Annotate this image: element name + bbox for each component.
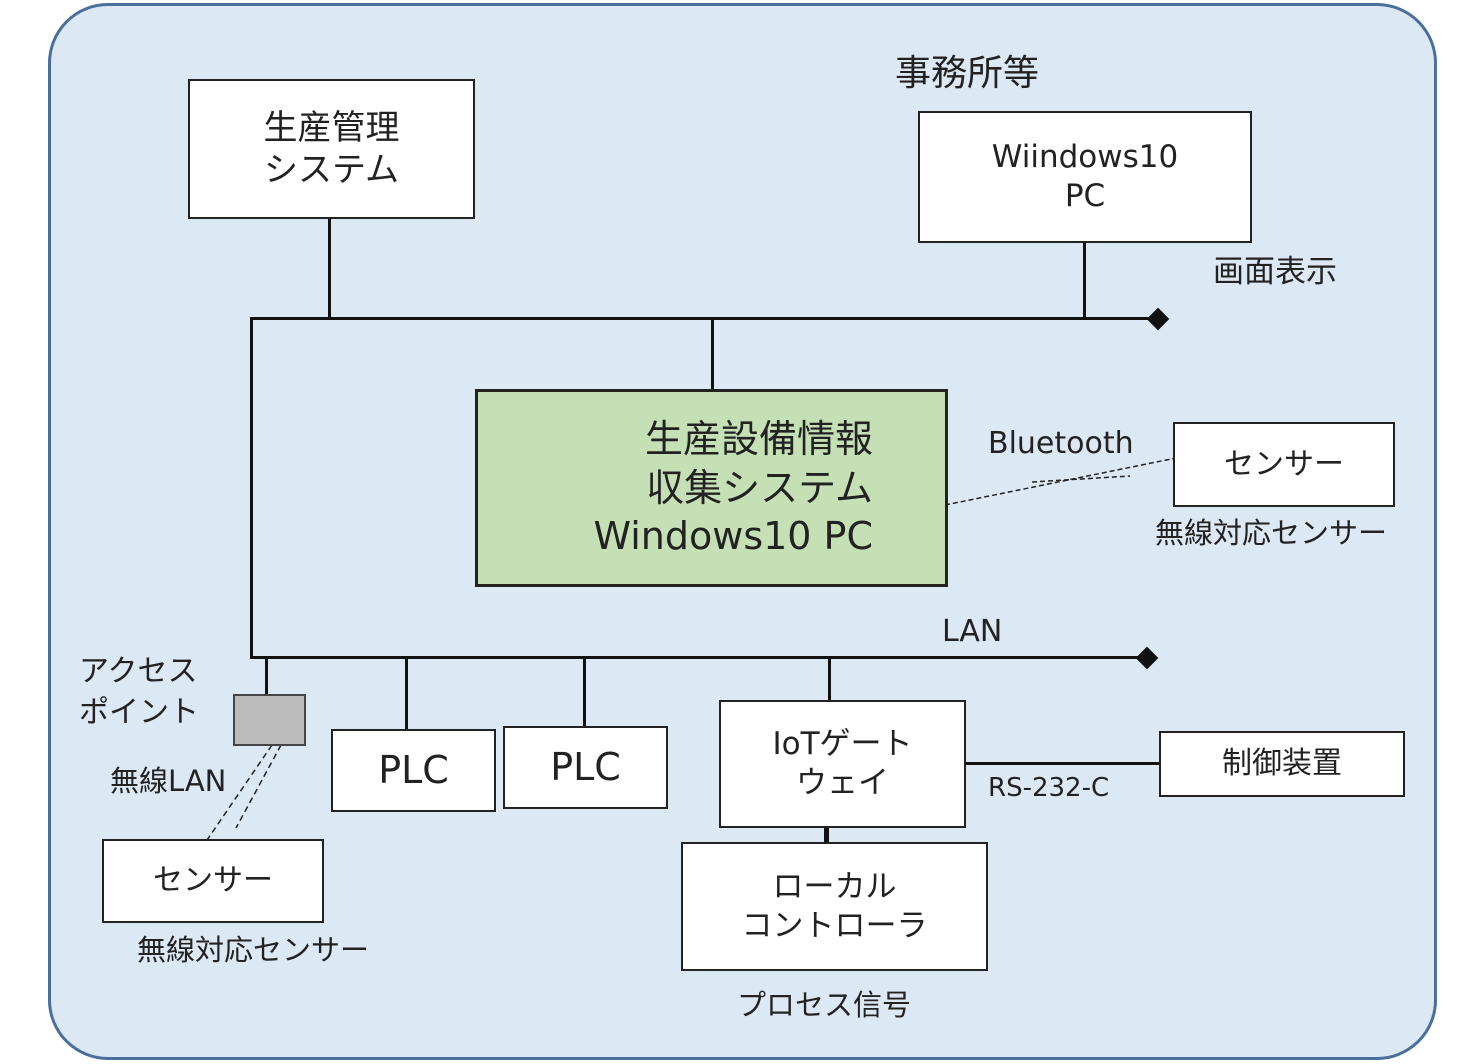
sensor-right-box: センサー [1173, 422, 1395, 507]
plc-1-connector [405, 658, 408, 731]
bluetooth-label: Bluetooth [988, 426, 1134, 461]
local-controller-box: ローカル コントローラ [681, 842, 988, 971]
plc-1-label: PLC [378, 747, 449, 792]
production-management-box: 生産管理 システム [188, 79, 475, 219]
production-management-line1: 生産管理 [263, 107, 400, 148]
process-signal-label: プロセス信号 [737, 988, 912, 1022]
local-controller-line2: コントローラ [741, 907, 928, 944]
rs232c-line [964, 762, 1160, 765]
sensor-left-box: センサー [102, 839, 324, 923]
collection-system-line2: 収集システム [646, 465, 873, 510]
iot-gateway-line2: ウェイ [796, 765, 889, 801]
local-controller-connector [824, 827, 829, 844]
access-point-label-line1: アクセス [79, 654, 198, 689]
production-mgmt-connector [328, 218, 331, 318]
upper-network-line [250, 317, 1155, 320]
office-pc-line1: Wiindows10 [991, 139, 1179, 176]
collection-system-box: 生産設備情報 収集システム Windows10 PC [475, 389, 948, 587]
office-area-label: 事務所等 [895, 53, 1040, 94]
rs232c-label: RS-232-C [988, 773, 1110, 803]
plc-1-box: PLC [331, 729, 496, 812]
lan-label: LAN [942, 614, 1003, 649]
iot-gateway-box: IoTゲート ウェイ [719, 700, 966, 828]
plc-2-label: PLC [550, 744, 621, 789]
control-device-label: 制御装置 [1222, 746, 1342, 782]
access-point-label-line2: ポイント [79, 695, 199, 730]
access-point-box [233, 694, 306, 746]
production-management-line2: システム [264, 150, 399, 190]
plc-2-box: PLC [503, 726, 668, 809]
office-pc-box: Wiindows10 PC [918, 111, 1252, 243]
control-device-box: 制御装置 [1159, 731, 1405, 797]
collection-system-connector [711, 318, 714, 390]
wireless-sensor-right-label: 無線対応センサー [1155, 516, 1388, 550]
collection-system-line1: 生産設備情報 [644, 417, 873, 462]
screen-display-label: 画面表示 [1213, 254, 1337, 290]
sensor-right-label: センサー [1224, 446, 1344, 482]
office-pc-connector [1083, 242, 1086, 318]
sensor-left-label: センサー [153, 863, 273, 899]
local-controller-line1: ローカル [772, 868, 897, 905]
office-pc-line2: PC [1064, 178, 1106, 214]
wireless-sensor-left-label: 無線対応センサー [137, 933, 370, 967]
iot-gateway-line1: IoTゲート [772, 726, 913, 763]
wireless-lan-label: 無線LAN [110, 764, 227, 798]
collection-system-line3: Windows10 PC [593, 514, 873, 559]
lan-line [250, 656, 1145, 659]
plc-2-connector [583, 658, 586, 728]
left-vertical-line [250, 317, 253, 659]
iot-gateway-connector [828, 658, 831, 701]
access-point-connector [265, 658, 268, 696]
